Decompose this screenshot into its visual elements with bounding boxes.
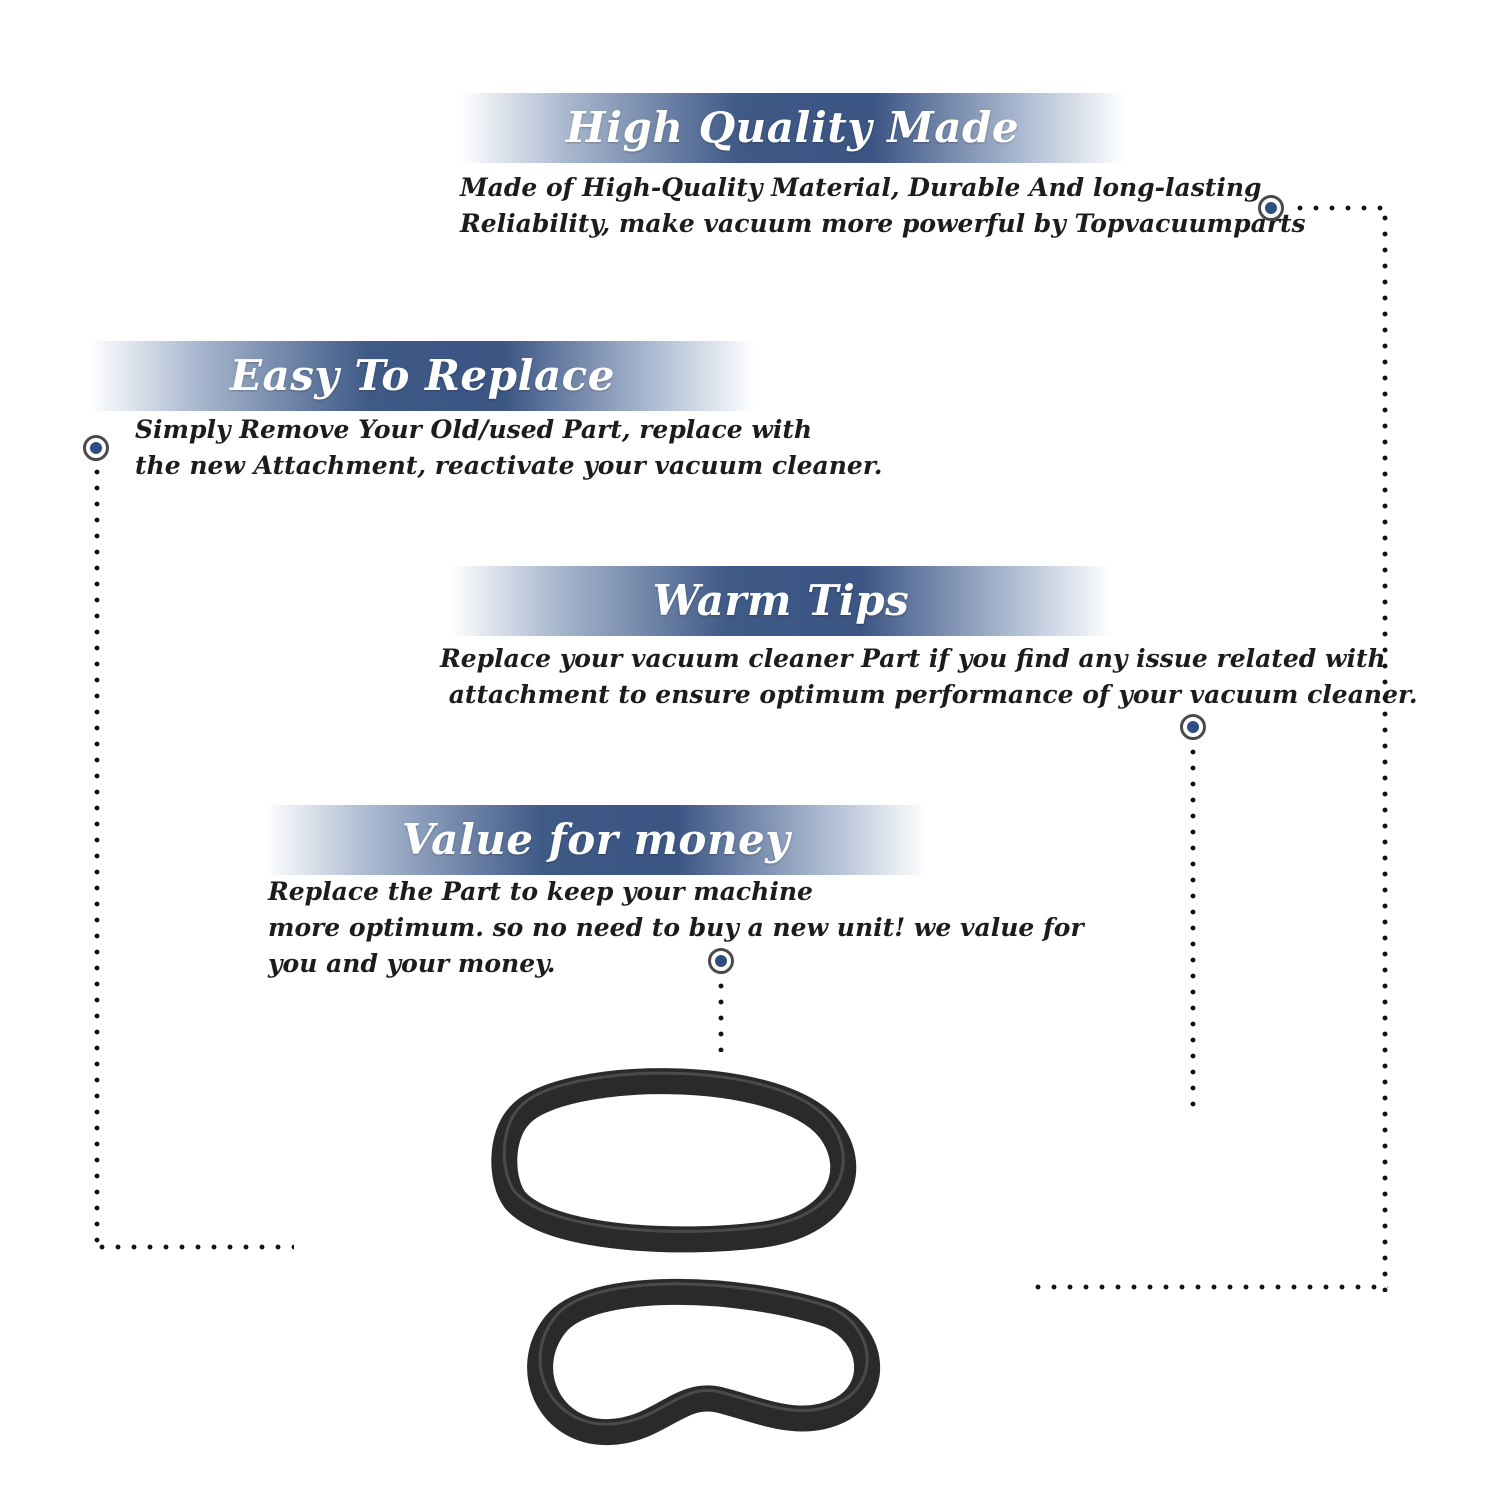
section-title: Warm Tips	[652, 576, 910, 625]
marker-dot-icon	[83, 435, 109, 461]
description-line: Replace the Part to keep your machine	[268, 877, 813, 906]
marker-dot-icon	[1180, 714, 1206, 740]
section-description: Simply Remove Your Old/used Part, replac…	[135, 412, 882, 484]
description-line: Replace your vacuum cleaner Part if you …	[440, 644, 1386, 673]
dotted-connector	[718, 978, 724, 1052]
banner-high-quality: High Quality Made	[460, 93, 1125, 163]
section-title: Easy To Replace	[230, 351, 615, 400]
belt-kidney	[527, 1278, 881, 1446]
banner-value-money: Value for money	[265, 805, 927, 875]
dotted-connector	[1292, 205, 1388, 211]
dotted-connector	[1382, 210, 1388, 1292]
section-description: Replace your vacuum cleaner Part if you …	[440, 641, 1418, 713]
description-line: the new Attachment, reactivate your vacu…	[135, 451, 883, 480]
banner-warm-tips: Warm Tips	[450, 566, 1112, 636]
section-description: Made of High-Quality Material, Durable A…	[460, 170, 1306, 242]
dotted-connector	[1030, 1284, 1388, 1290]
belt-oval	[491, 1068, 857, 1253]
belt-image	[491, 1068, 881, 1446]
description-line: more optimum. so no need to buy a new un…	[268, 913, 1084, 942]
section-title: Value for money	[401, 815, 791, 864]
section-title: High Quality Made	[565, 103, 1020, 152]
dotted-connector	[94, 464, 100, 1250]
marker-dot-icon	[708, 948, 734, 974]
description-line: Made of High-Quality Material, Durable A…	[460, 173, 1262, 202]
dotted-connector	[94, 1244, 294, 1250]
banner-easy-replace: Easy To Replace	[90, 341, 755, 411]
marker-dot-icon	[1258, 195, 1284, 221]
section-description: Replace the Part to keep your machine mo…	[268, 874, 1084, 982]
description-line: Simply Remove Your Old/used Part, replac…	[135, 415, 813, 444]
dotted-connector	[1190, 744, 1196, 1108]
description-line: attachment to ensure optimum performance…	[440, 680, 1418, 709]
description-line: Reliability, make vacuum more powerful b…	[460, 209, 1306, 238]
description-line: you and your money.	[268, 949, 556, 978]
